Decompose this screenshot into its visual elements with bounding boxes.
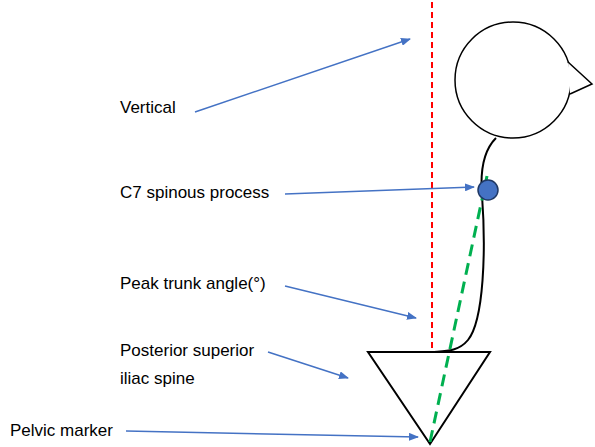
trunk-line [430,176,487,442]
nose-triangle [568,62,592,94]
callout-label: Pelvic marker [10,421,113,441]
leader-arrow [195,39,410,112]
leader-arrow [268,352,348,378]
head-circle [455,22,571,138]
callout-label: C7 spinous process [120,183,269,203]
leader-arrow [126,431,418,437]
callout-label: Vertical [120,98,176,118]
leader-arrow [285,286,416,318]
c7-marker [478,180,498,200]
pelvis-triangle [368,352,490,444]
vertical-line [431,2,433,352]
spine-curve [432,138,496,352]
callout-label: Posterior superior iliac spine [120,337,268,393]
callout-label: Peak trunk angle(°) [120,274,266,294]
leader-arrow [285,187,474,194]
